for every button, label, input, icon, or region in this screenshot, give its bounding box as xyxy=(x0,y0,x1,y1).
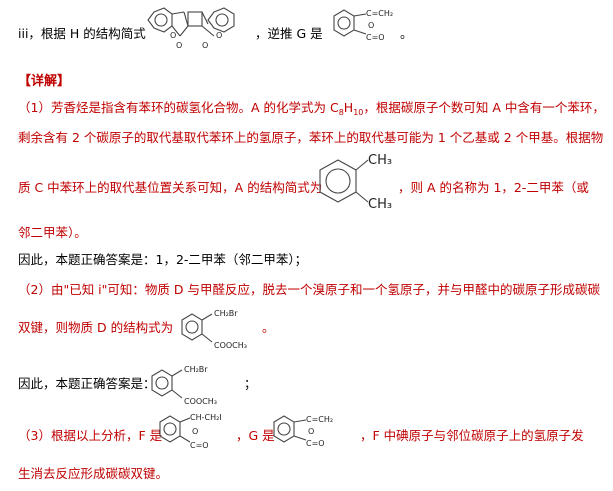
g-bottom-oxygen: O xyxy=(308,427,314,436)
f-oxygen: O xyxy=(192,427,198,436)
a-methyl-1: CH₃ xyxy=(368,153,392,168)
h-oxygen-2: O xyxy=(202,41,208,50)
f-iodoethyl: CH-CH₂I xyxy=(190,413,222,422)
paragraph-1-line-4: 邻二甲苯）。 xyxy=(18,225,87,240)
molecule-h-structure: O O O O xyxy=(147,7,235,50)
paragraph-3-line-1-end: ，F 中碘原子与邻位碳原子上的氢原子发 xyxy=(360,428,584,443)
paragraph-2-line-1: （2）由"已知 i"可知：物质 D 与甲醛反应，脱去一个溴原子和一个氢原子，并与… xyxy=(18,282,600,297)
f-carbonyl: C=O xyxy=(190,441,209,450)
h-oxygen-1: O xyxy=(176,41,182,50)
h-oxygen-4: O xyxy=(216,31,222,40)
answer-2: 因此，本题正确答案是： xyxy=(18,376,156,391)
molecule-g-structure-top: C=CH₂ O C=O xyxy=(333,9,393,42)
a-methyl-2: CH₃ xyxy=(368,197,392,212)
line-1-end: 。 xyxy=(400,26,413,41)
molecule-f-structure: CH-CH₂I O C=O xyxy=(159,413,222,450)
paragraph-2-line-2-end: 。 xyxy=(262,320,275,335)
molecule-g-structure-bottom: C=CH₂ O C=O xyxy=(273,415,333,448)
paragraph-1-line-3-end: ，则 A 的名称为 1，2-二甲苯（或 xyxy=(398,180,589,195)
answer-2-end: ； xyxy=(244,376,257,391)
paragraph-1-line-3: 质 C 中苯环上的取代基位置关系可知，A 的结构简式为 xyxy=(18,180,323,195)
g-bottom-carbonyl: C=O xyxy=(306,439,325,448)
g-top-vinyl: C=CH₂ xyxy=(366,9,393,18)
molecule-a-structure: CH₃ CH₃ xyxy=(319,153,392,212)
paragraph-1-line-2: 剩余含有 2 个碳原子的取代基取代苯环上的氢原子，苯环上的取代基可能为 1 个乙… xyxy=(18,130,604,145)
g-bottom-vinyl: C=CH₂ xyxy=(306,415,333,424)
d1-ester: COOCH₃ xyxy=(214,341,247,350)
h-oxygen-3: O xyxy=(170,31,176,40)
paragraph-1-line-1: （1）芳香烃是指含有苯环的碳氢化合物。A 的化学式为 C8H10，根据碳原子个数… xyxy=(18,100,605,117)
paragraph-3-line-2: 生消去反应形成碳碳双键。 xyxy=(18,466,169,481)
line-1-start: iii，根据 H 的结构简式 xyxy=(18,26,146,41)
d1-bromomethyl: CH₂Br xyxy=(214,309,238,318)
line-1-mid: ，逆推 G 是 xyxy=(255,26,323,41)
paragraph-3-line-1-mid: ，G 是 xyxy=(236,428,275,443)
paragraph-3-line-1: （3）根据以上分析，F 是 xyxy=(18,428,163,443)
detail-heading: 【详解】 xyxy=(18,74,71,89)
d2-ester: COOCH₃ xyxy=(184,397,217,406)
g-top-carbonyl: C=O xyxy=(366,33,385,42)
paragraph-2-line-2: 双键，则物质 D 的结构式为 xyxy=(18,320,174,335)
answer-1: 因此，本题正确答案是：1，2-二甲苯（邻二甲苯）； xyxy=(18,252,308,267)
molecule-d-structure-1: CH₂Br COOCH₃ xyxy=(181,309,247,350)
molecule-d-structure-2: CH₂Br COOCH₃ xyxy=(151,365,217,406)
d2-bromomethyl: CH₂Br xyxy=(184,365,208,374)
g-top-oxygen: O xyxy=(368,21,374,30)
